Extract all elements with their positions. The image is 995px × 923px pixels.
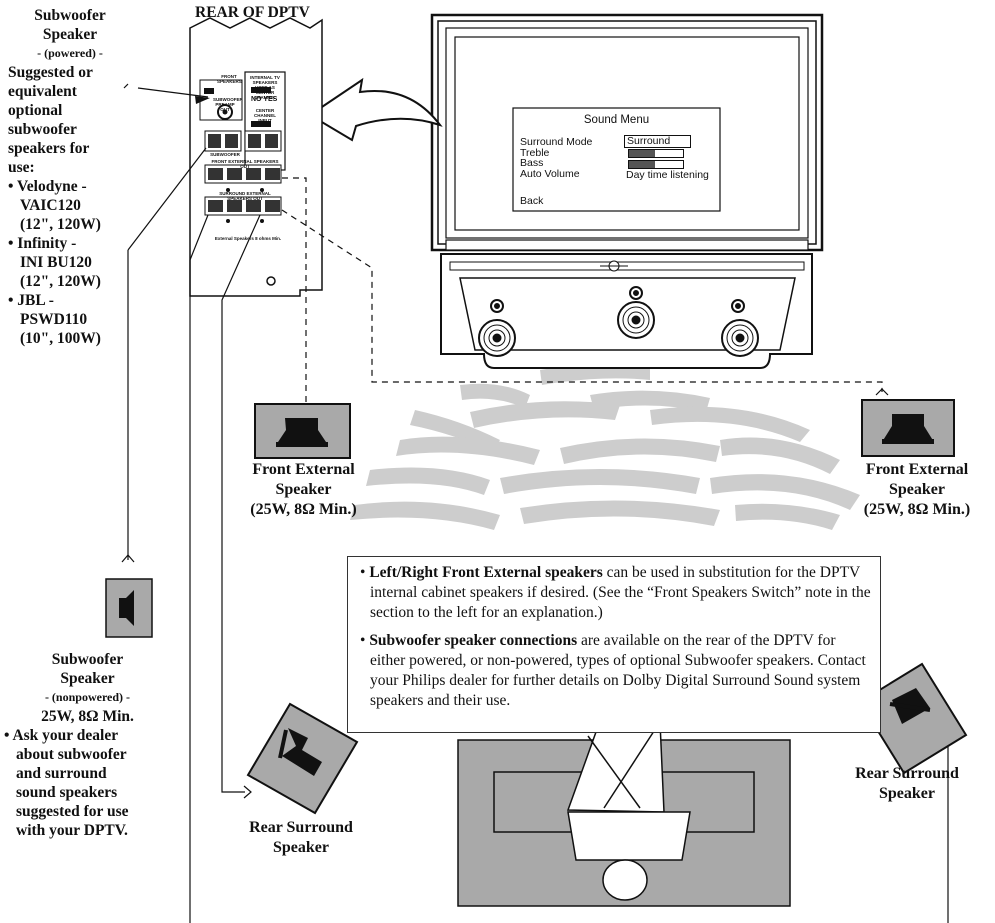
note-item: • Subwoofer speaker connections are avai… [360,632,866,709]
front-left-label-1: Front External [252,461,355,478]
front-right-speaker-icon [861,399,955,457]
note-item: • Left/Right Front External speakers can… [360,564,871,621]
panel-label-center-input: CENTER CHANNEL INPUT [254,108,276,123]
menu-row-label: Bass [520,157,544,169]
listener-figure [566,709,691,901]
list-item: (10", 100W) [20,330,101,347]
powered-sub-intro: subwoofer [8,121,77,138]
note-bold: Left/Right Front External speakers [369,564,603,581]
rear-left-label-1: Rear Surround [249,819,353,836]
list-item: (12", 120W) [20,216,101,233]
front-left-label: Front External Speaker (25W, 8Ω Min.) [236,460,371,520]
dptv-cabinet [440,253,813,369]
front-left-label-3: (25W, 8Ω Min.) [250,501,357,518]
nonpowered-sub-tag: - (nonpowered) - [44,690,131,704]
powered-sub-title: Subwoofer [34,7,106,24]
front-left-speaker-icon [254,403,351,459]
notes-box: • Left/Right Front External speakers can… [347,556,881,733]
menu-row-label: Auto Volume [520,167,580,180]
sound-menu: Sound Menu Surround Mode Treble Bass Aut… [514,109,719,210]
advice-line: and surround [16,765,107,782]
list-item: VAIC120 [20,197,81,214]
front-right-label-1: Front External [865,461,969,478]
rear-left-label-2: Speaker [273,839,329,856]
bass-slider[interactable] [628,160,684,169]
powered-sub-intro: optional [8,102,63,119]
panel-label-bottom-note: External Speakers 8 ohms Min. [214,236,282,241]
rear-panel [189,17,323,297]
rear-left-label: Rear Surround Speaker [236,818,366,858]
panel-label-front-ext: FRONT EXTERNAL SPEAKERS OUT [211,159,279,169]
nonpowered-sub-title: Subwoofer [51,651,124,668]
panel-label-front-speakers: FRONT SPEAKERS [217,74,242,84]
powered-sub-tag: - (powered) - [37,46,103,60]
list-item: PSWD110 [20,311,88,328]
advice-line: about subwoofer [16,746,127,763]
rear-left-speaker-icon [246,702,359,815]
front-right-label: Front External Speaker (25W, 8Ω Min.) [848,460,986,520]
note-text: can be used in substitution for the DPTV… [370,564,871,621]
powered-subwoofer-text: Subwoofer Speaker - (powered) - Suggeste… [0,6,140,348]
rear-title: REAR OF DPTV [195,4,310,21]
list-item: (12", 120W) [20,273,101,290]
menu-row-label: Treble [520,146,550,159]
front-right-label-3: (25W, 8Ω Min.) [863,501,971,518]
auto-volume-value[interactable]: Day time listening [626,169,709,181]
view-arrow [308,77,443,142]
powered-sub-intro: speakers for [8,140,90,157]
powered-sub-intro: Suggested or [8,64,93,81]
front-right-label-2: Speaker [889,481,945,498]
nonpowered-subwoofer-icon [105,578,153,638]
dashed-wires [281,177,883,407]
panel-label-surround-ext: SURROUND EXTERNAL SPEAKERS OUT [219,191,271,201]
nonpowered-subwoofer-text: Subwoofer Speaker - (nonpowered) - 25W, … [0,650,175,840]
rear-right-label-1: Rear Surround [855,765,959,782]
panel-label-internal: INTERNAL TV SPEAKERS USED AS CENTER CHAN… [250,75,280,100]
powered-sub-intro: use: [8,159,35,176]
front-left-label-2: Speaker [275,481,332,498]
list-item: • Infinity - [8,235,77,252]
nonpowered-sub-title2: Speaker [60,670,115,687]
list-item: • JBL - [8,292,54,309]
note-text: are available on the rear of the DPTV fo… [370,632,866,709]
advice-line: • Ask your dealer [4,727,119,744]
advice-line: suggested for use [16,803,129,820]
list-item: INI BU120 [20,254,92,271]
sound-waves [350,332,860,530]
back-item[interactable]: Back [520,195,544,207]
dptv-screen [430,13,824,252]
powered-sub-intro: equivalent [8,83,77,100]
powered-sub-title2: Speaker [42,26,98,43]
surround-mode-value[interactable]: Surround [624,135,691,148]
panel-label-subwoofer: SUBWOOFER [210,152,240,157]
rear-right-speaker-icon [858,662,968,775]
nonpowered-sub-spec: 25W, 8Ω Min. [41,708,134,725]
menu-row-label: Surround Mode [520,136,593,148]
rear-right-label-2: Speaker [879,785,935,802]
sound-menu-title: Sound Menu [583,114,650,126]
panel-label-sub-preamp: SUBWOOFER PREAMP OUT [213,97,243,112]
rear-right-label: Rear Surround Speaker [842,764,972,804]
advice-line: with your DPTV. [16,822,128,839]
treble-slider[interactable] [628,149,684,158]
list-item: • Velodyne - [8,178,87,195]
note-bold: Subwoofer speaker connections [369,632,578,649]
panel-label-no-yes: NO YES [251,96,278,103]
advice-line: sound speakers [16,784,118,801]
